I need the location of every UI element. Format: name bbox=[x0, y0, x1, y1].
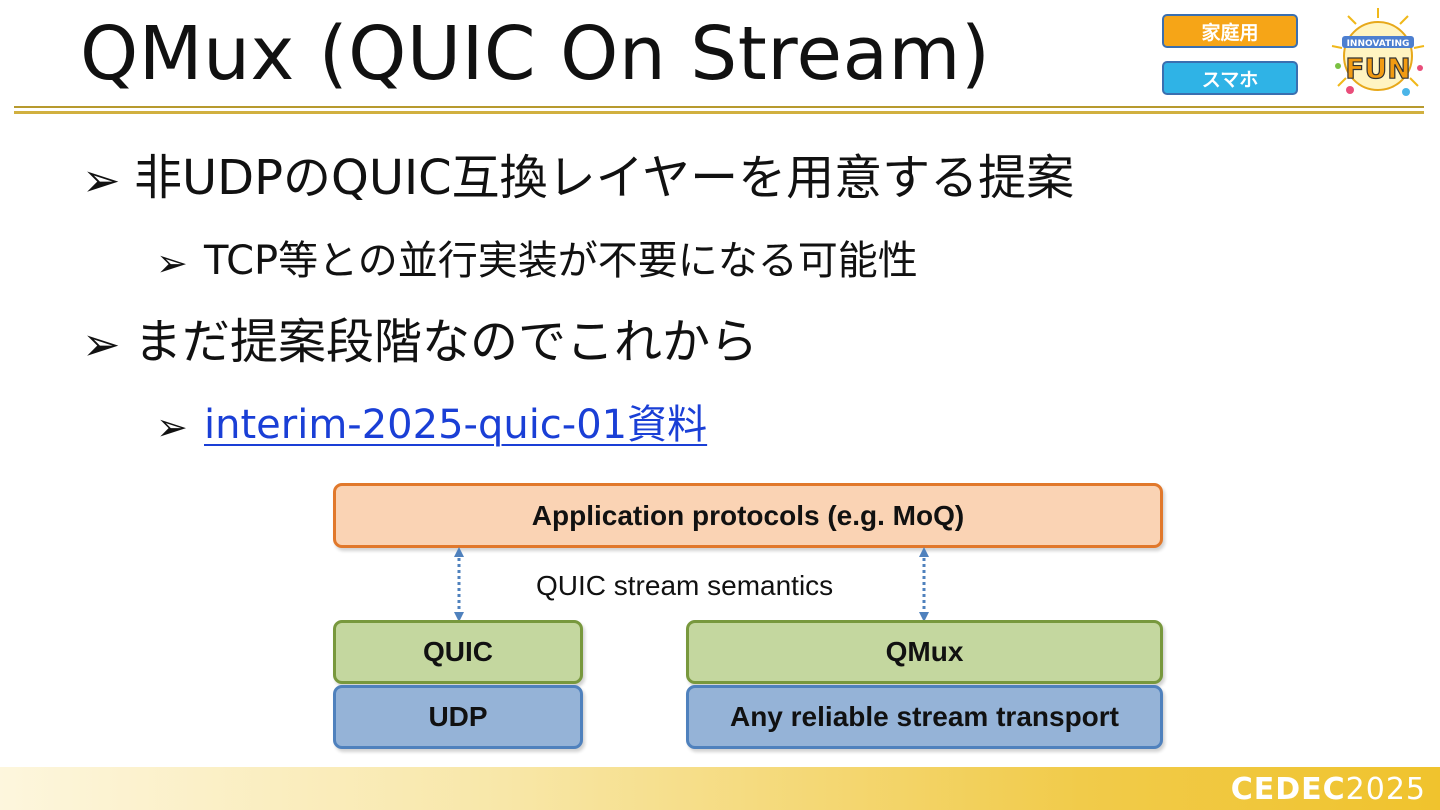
reliable-stream-transport-box: Any reliable stream transport bbox=[686, 685, 1163, 749]
application-protocols-box: Application protocols (e.g. MoQ) bbox=[333, 483, 1163, 548]
footer-bar bbox=[0, 767, 1440, 810]
svg-text:FUN: FUN bbox=[1345, 52, 1410, 85]
title-divider-thick bbox=[14, 111, 1424, 114]
svg-text:INNOVATING: INNOVATING bbox=[1347, 39, 1410, 49]
title-divider-thin bbox=[14, 106, 1424, 108]
cedec-brand: CEDEC bbox=[1230, 771, 1346, 807]
udp-box: UDP bbox=[333, 685, 583, 749]
bullet-arrow-icon: ➢ bbox=[156, 241, 188, 285]
innovating-fun-logo: INNOVATING FUN bbox=[1331, 8, 1425, 96]
cedec-year: 2025 bbox=[1345, 771, 1426, 807]
platform-tag-home: 家庭用 bbox=[1162, 14, 1298, 48]
slide-title: QMux (QUIC On Stream) bbox=[80, 11, 991, 97]
quic-box: QUIC bbox=[333, 620, 583, 684]
platform-tag-smartphone: スマホ bbox=[1162, 61, 1298, 95]
qmux-box: QMux bbox=[686, 620, 1163, 684]
bullet-arrow-icon: ➢ bbox=[82, 153, 121, 207]
bullet-2-text: まだ提案段階なのでこれから bbox=[134, 314, 759, 370]
quic-stream-semantics-label: QUIC stream semantics bbox=[536, 570, 834, 601]
interim-slides-link[interactable]: interim-2025-quic-01資料 bbox=[204, 402, 708, 448]
bullet-arrow-icon: ➢ bbox=[82, 317, 121, 371]
bullet-1-sub-1-text: TCP等との並行実装が不要になる可能性 bbox=[204, 238, 918, 284]
bullet-arrow-icon: ➢ bbox=[156, 405, 188, 449]
bullet-1-text: 非UDPのQUIC互換レイヤーを用意する提案 bbox=[134, 150, 1075, 206]
